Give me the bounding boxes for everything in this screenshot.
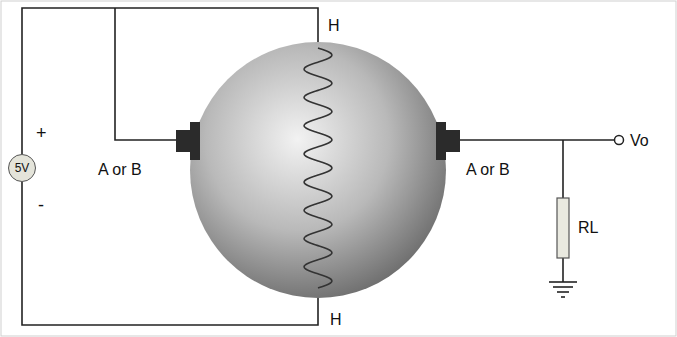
heater-coil	[304, 48, 332, 288]
wires	[22, 8, 614, 325]
voltage-value: 5V	[15, 161, 30, 175]
signal-name: Vo	[630, 133, 649, 149]
polarity-sign: +	[36, 124, 47, 142]
electrode-label: A or B	[466, 162, 510, 178]
electrode-label: A or B	[98, 162, 142, 178]
vacuum-tube	[190, 42, 446, 298]
battery-symbol: 5V	[8, 154, 36, 182]
ground-symbol	[549, 282, 577, 297]
polarity-sign: -	[38, 196, 44, 214]
heater-label: H	[330, 312, 342, 328]
electrodes	[176, 122, 460, 160]
resistor-symbol	[557, 198, 569, 258]
heater-label: H	[328, 18, 340, 34]
output-terminal	[615, 136, 624, 145]
part-name: RL	[578, 220, 598, 236]
